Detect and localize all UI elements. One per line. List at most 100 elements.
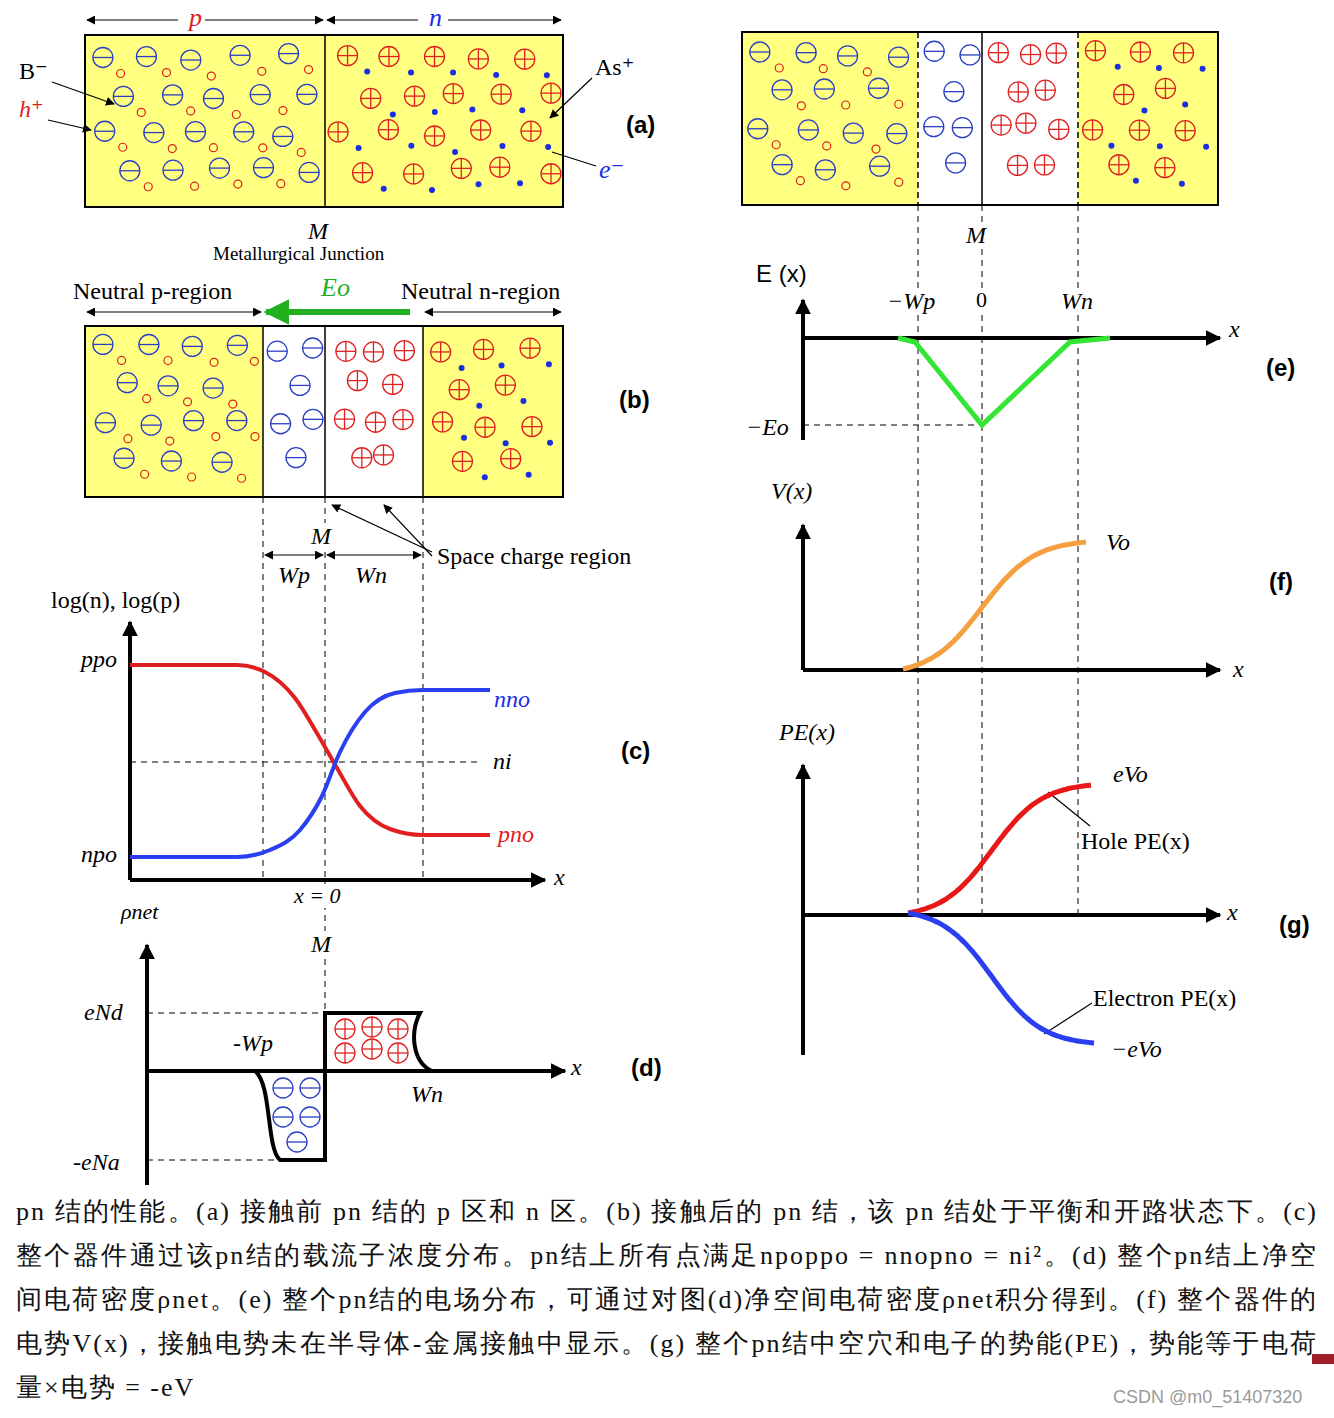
carrier-label: e⁻ — [598, 156, 625, 185]
semiconductor-bar — [1155, 158, 1175, 178]
semiconductor-bar — [1016, 113, 1036, 133]
field-arrow — [266, 312, 410, 313]
semiconductor-bar — [443, 84, 463, 104]
semiconductor-bar — [191, 182, 199, 190]
axis — [128, 622, 132, 880]
semiconductor-bar — [510, 449, 511, 469]
semiconductor-bar — [520, 338, 540, 358]
semiconductor-bar — [474, 339, 494, 359]
semiconductor-bar — [944, 91, 964, 92]
potential-curve — [903, 542, 1086, 669]
semiconductor-bar — [299, 162, 319, 182]
semiconductor-bar — [158, 376, 178, 396]
semiconductor-bar — [364, 69, 370, 75]
semiconductor-bar — [772, 80, 792, 100]
region-label: Space charge region — [436, 543, 632, 569]
semiconductor-bar — [290, 375, 310, 395]
leader-line — [1048, 792, 1090, 826]
semiconductor-bar — [328, 122, 348, 142]
semiconductor-bar — [1174, 43, 1194, 63]
width-label: -Wp — [232, 1030, 274, 1056]
semiconductor-bar — [184, 411, 204, 431]
axis-label: x — [1226, 899, 1239, 925]
semiconductor-bar — [1182, 101, 1188, 107]
axis — [130, 300, 1220, 1185]
semiconductor-bar — [1025, 113, 1026, 133]
semiconductor-bar — [404, 86, 424, 106]
semiconductor-bar — [1044, 155, 1045, 175]
semiconductor-bar — [163, 85, 183, 105]
axis-label: x — [1232, 656, 1245, 682]
semiconductor-bar — [889, 47, 909, 67]
semiconductor-bar — [185, 131, 205, 132]
semiconductor-bar — [422, 326, 424, 497]
dimension-arrow — [265, 554, 323, 555]
charge-density — [300, 1087, 320, 1088]
semiconductor-bar — [143, 395, 151, 403]
semiconductor-bar — [297, 84, 317, 104]
semiconductor-bar — [182, 336, 202, 356]
semiconductor-bar — [212, 462, 232, 463]
axis-label: V(x) — [770, 478, 813, 504]
semiconductor-bar — [144, 183, 152, 191]
semiconductor-bar — [144, 132, 164, 133]
semiconductor-bar — [501, 84, 502, 104]
semiconductor-bar — [870, 156, 890, 176]
semiconductor-bar — [279, 44, 299, 64]
axis — [801, 765, 805, 1055]
semiconductor-bar — [267, 351, 287, 352]
semiconductor-bar — [843, 132, 863, 133]
semiconductor-bar — [499, 362, 505, 368]
semiconductor-bar — [838, 46, 858, 66]
semiconductor-bar — [1185, 121, 1186, 141]
semiconductor-bar — [521, 121, 541, 141]
watermark: CSDN @m0_51407320 — [1112, 1388, 1303, 1408]
semiconductor-bar — [1109, 155, 1129, 175]
semiconductor-bar — [305, 66, 313, 74]
semiconductor-bar — [842, 182, 850, 190]
semiconductor-bar — [924, 117, 944, 137]
semiconductor-bar — [203, 378, 223, 398]
semiconductor-bar — [203, 387, 223, 388]
semiconductor-bar — [530, 121, 531, 141]
semiconductor-bar — [271, 414, 291, 434]
semiconductor-bar — [344, 409, 345, 429]
semiconductor-bar — [453, 84, 454, 104]
semiconductor-bar — [95, 131, 115, 132]
region-label: Neutral n-region — [400, 278, 561, 304]
panel-label: (g) — [1278, 912, 1311, 938]
semiconductor-bar — [259, 144, 267, 152]
semiconductor-bar — [946, 153, 966, 173]
semiconductor-bar — [952, 127, 972, 128]
semiconductor-bar — [796, 52, 816, 53]
charge-density — [300, 1107, 320, 1127]
curve-label: nno — [493, 686, 531, 712]
semiconductor-bar — [429, 187, 435, 193]
semiconductor-bar — [161, 451, 181, 471]
semiconductor-bar — [1017, 155, 1018, 175]
semiconductor-bar — [519, 107, 525, 113]
semiconductor-bar — [337, 122, 338, 142]
semiconductor-bar — [1030, 45, 1031, 65]
semiconductor-bar — [772, 155, 792, 175]
semiconductor-bar — [117, 69, 125, 77]
semiconductor-bar — [113, 86, 133, 106]
axis — [145, 945, 149, 1185]
semiconductor-bar — [163, 170, 183, 171]
axis — [803, 913, 1220, 917]
axis — [801, 525, 805, 670]
leader-line — [550, 78, 592, 118]
semiconductor-bar — [501, 449, 521, 469]
semiconductor-bar — [185, 122, 205, 142]
semiconductor-bar — [772, 164, 792, 165]
semiconductor-bar — [210, 158, 230, 178]
semiconductor-bar — [182, 346, 202, 347]
semiconductor-bar — [273, 126, 293, 146]
semiconductor-bar — [85, 35, 325, 207]
semiconductor-bar — [158, 385, 178, 386]
semiconductor-bar — [960, 54, 980, 55]
semiconductor-bar — [254, 167, 274, 168]
width-label: Wn — [410, 1081, 444, 1107]
semiconductor-bar — [838, 55, 858, 56]
semiconductor-bar — [462, 451, 463, 471]
